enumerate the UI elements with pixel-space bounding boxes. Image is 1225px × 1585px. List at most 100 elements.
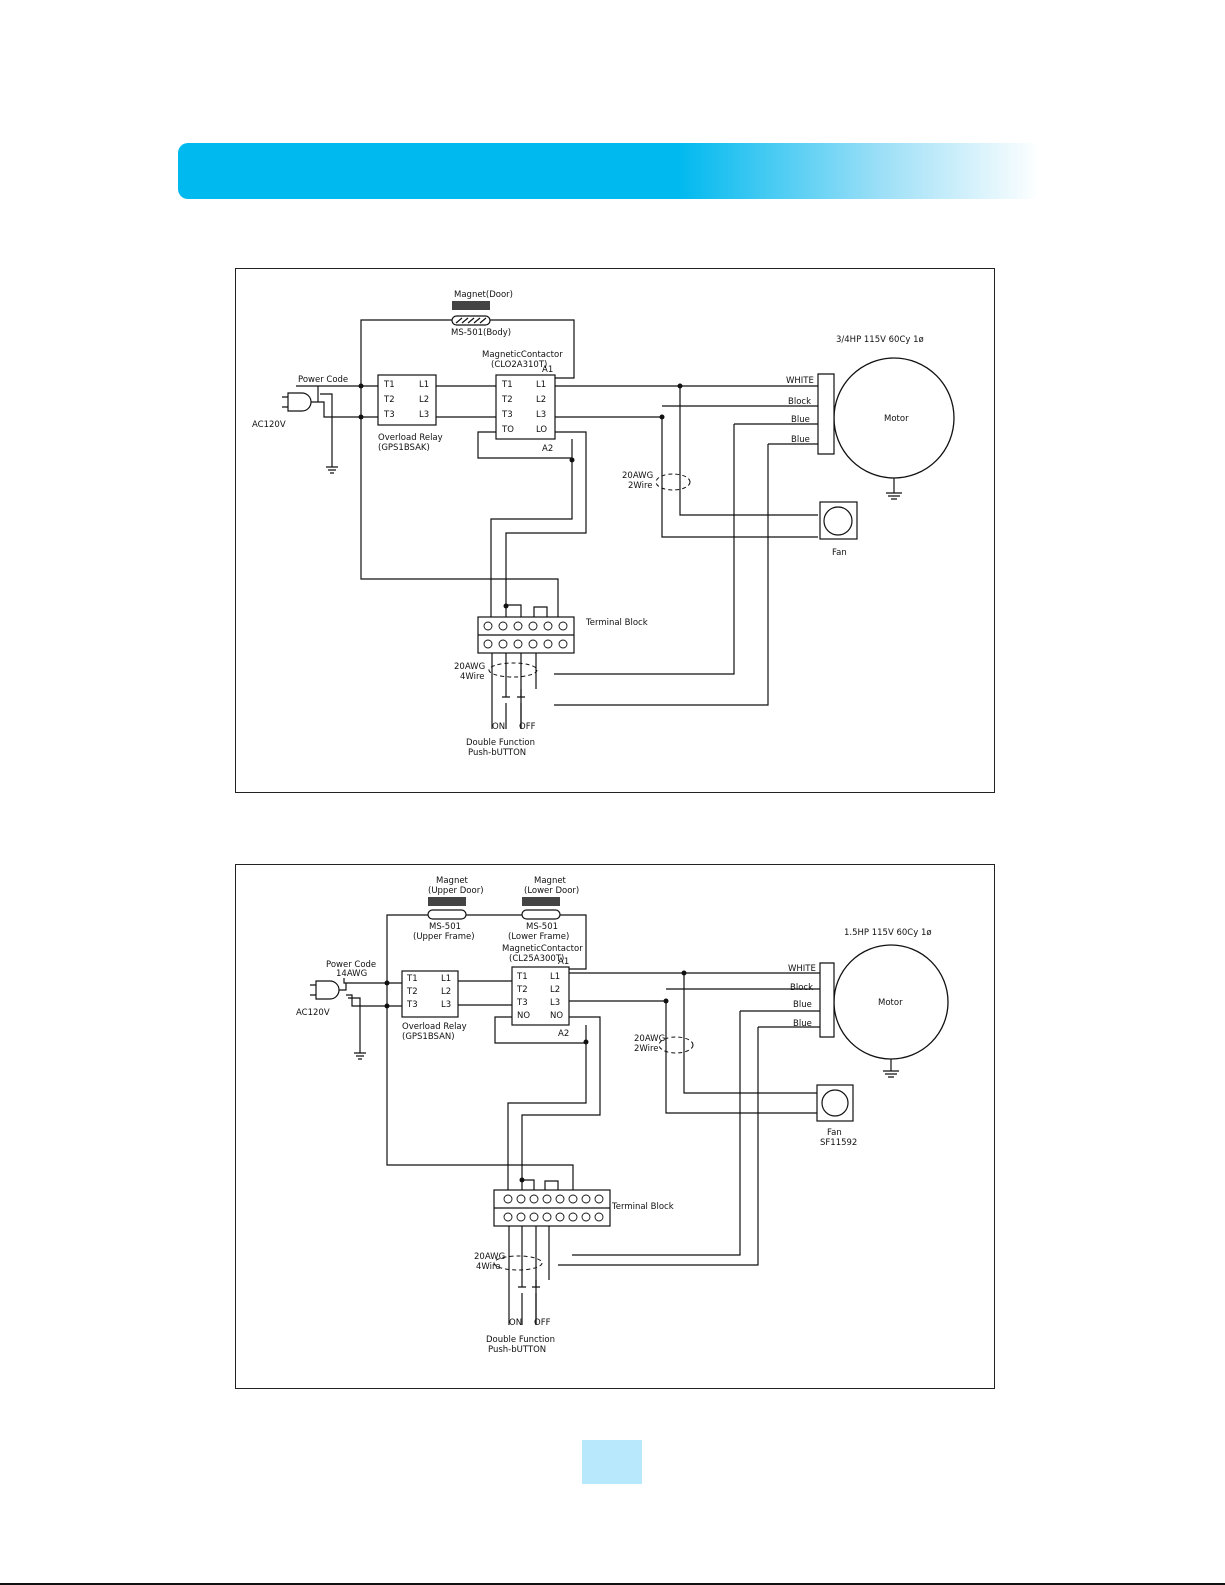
svg-text:(Upper Frame): (Upper Frame) bbox=[413, 932, 475, 942]
button-caption: Double Function bbox=[466, 738, 535, 748]
contactor-name: MagneticContactor bbox=[482, 350, 563, 360]
svg-text:T1: T1 bbox=[406, 974, 418, 984]
plug-icon bbox=[315, 980, 340, 1000]
ground-icon bbox=[354, 1052, 366, 1060]
svg-text:T3: T3 bbox=[501, 410, 513, 420]
svg-text:20AWG: 20AWG bbox=[622, 471, 653, 481]
terminal-screws bbox=[483, 621, 568, 649]
overload-relay bbox=[377, 374, 437, 426]
contactor-model: (CLO2A310T) bbox=[491, 360, 547, 370]
magnet-lower-label: Magnet bbox=[534, 876, 567, 886]
svg-text:L1: L1 bbox=[536, 380, 546, 390]
power-code-sub: 14AWG bbox=[336, 969, 367, 979]
svg-text:WHITE: WHITE bbox=[788, 964, 816, 974]
svg-text:A2: A2 bbox=[542, 444, 553, 454]
magnetic-contactor bbox=[511, 966, 570, 1026]
ground-icon bbox=[326, 466, 338, 474]
motor-spec-label: 3/4HP 115V 60Cy 1ø bbox=[836, 335, 924, 345]
magnet-icon bbox=[452, 301, 490, 310]
svg-text:T1: T1 bbox=[501, 380, 513, 390]
supply-label: AC120V bbox=[296, 1008, 330, 1018]
contactor-model: (CL25A300T) bbox=[509, 954, 564, 964]
header-bar bbox=[178, 143, 1040, 199]
fan-label: Fan bbox=[827, 1128, 842, 1138]
svg-text:NO: NO bbox=[550, 1011, 563, 1021]
relay-name: Overload Relay bbox=[402, 1022, 467, 1032]
button-on-label: ON bbox=[509, 1318, 522, 1328]
svg-text:A1: A1 bbox=[558, 957, 569, 967]
svg-text:L2: L2 bbox=[419, 395, 429, 405]
svg-text:T3: T3 bbox=[383, 410, 395, 420]
motor-label: Motor bbox=[884, 414, 909, 424]
svg-text:20AWG: 20AWG bbox=[634, 1034, 665, 1044]
svg-text:MS-501: MS-501 bbox=[526, 922, 558, 932]
svg-text:L2: L2 bbox=[441, 987, 451, 997]
svg-text:20AWG: 20AWG bbox=[454, 662, 485, 672]
contactor-name: MagneticContactor bbox=[502, 944, 583, 954]
power-code-label: Power Code bbox=[298, 375, 348, 385]
svg-text:WHITE: WHITE bbox=[786, 376, 814, 386]
svg-text:LO: LO bbox=[536, 425, 547, 435]
overload-relay bbox=[401, 970, 459, 1018]
button-off-label: OFF bbox=[534, 1318, 551, 1328]
svg-text:L1: L1 bbox=[441, 974, 451, 984]
svg-text:T3: T3 bbox=[406, 1000, 418, 1010]
wiring-schematic-1: Magnet(Door) MS-501(Body) 3/4HP 115V 60C… bbox=[252, 290, 955, 758]
push-button-icon bbox=[518, 1280, 540, 1325]
svg-text:Block: Block bbox=[788, 397, 811, 407]
terminal-block-label: Terminal Block bbox=[611, 1202, 674, 1212]
power-code-label: Power Code bbox=[326, 960, 376, 970]
button-caption: Double Function bbox=[486, 1335, 555, 1345]
svg-text:MS-501: MS-501 bbox=[429, 922, 461, 932]
svg-text:T3: T3 bbox=[516, 998, 528, 1008]
svg-text:TO: TO bbox=[501, 425, 514, 435]
push-button-icon bbox=[502, 689, 525, 729]
svg-text:T2: T2 bbox=[406, 987, 418, 997]
terminal-screws bbox=[503, 1194, 604, 1222]
motor-spec-label: 1.5HP 115V 60Cy 1ø bbox=[844, 928, 932, 938]
svg-text:Blue: Blue bbox=[791, 435, 810, 445]
ground-icon bbox=[883, 1059, 899, 1078]
bottom-rule bbox=[0, 1583, 1225, 1585]
svg-text:2Wire: 2Wire bbox=[634, 1044, 659, 1054]
fan-label: Fan bbox=[832, 548, 847, 558]
button-caption-2: Push-bUTTON bbox=[488, 1345, 546, 1355]
wiring-diagram-1: Magnet(Door) MS-501(Body) 3/4HP 115V 60C… bbox=[235, 268, 995, 793]
magnet-label: Magnet(Door) bbox=[454, 290, 513, 300]
button-off-label: OFF bbox=[519, 722, 536, 732]
terminal-block-label: Terminal Block bbox=[585, 618, 648, 628]
magnet-upper-sub: (Upper Door) bbox=[428, 886, 484, 896]
relay-model: (GPS1BSAN) bbox=[402, 1032, 455, 1042]
svg-text:T1: T1 bbox=[383, 380, 395, 390]
wiring-schematic-2: Magnet (Upper Door) MS-501 (Upper Frame)… bbox=[296, 876, 949, 1355]
ground-icon bbox=[886, 478, 902, 500]
svg-text:L3: L3 bbox=[536, 410, 546, 420]
wiring-diagram-2: Magnet (Upper Door) MS-501 (Upper Frame)… bbox=[235, 864, 995, 1389]
svg-text:T2: T2 bbox=[516, 985, 528, 995]
button-caption-2: Push-bUTTON bbox=[468, 748, 526, 758]
magnet-upper-icon bbox=[428, 897, 466, 906]
page-number-tab bbox=[582, 1440, 642, 1484]
svg-text:4Wire: 4Wire bbox=[476, 1262, 501, 1272]
svg-text:NO: NO bbox=[517, 1011, 530, 1021]
svg-text:T2: T2 bbox=[383, 395, 395, 405]
svg-text:A1: A1 bbox=[542, 365, 553, 375]
svg-text:Blue: Blue bbox=[793, 1019, 812, 1029]
svg-text:Blue: Blue bbox=[793, 1000, 812, 1010]
relay-name: Overload Relay bbox=[378, 433, 443, 443]
relay-model: (GPS1BSAK) bbox=[378, 443, 430, 453]
svg-text:L2: L2 bbox=[550, 985, 560, 995]
svg-text:(Lower Frame): (Lower Frame) bbox=[508, 932, 569, 942]
plug-icon bbox=[287, 392, 312, 412]
svg-text:4Wire: 4Wire bbox=[460, 672, 485, 682]
magnet-upper-label: Magnet bbox=[436, 876, 469, 886]
svg-text:L3: L3 bbox=[550, 998, 560, 1008]
svg-text:T2: T2 bbox=[501, 395, 513, 405]
magnet-lower-icon bbox=[522, 897, 560, 906]
svg-text:L2: L2 bbox=[536, 395, 546, 405]
button-on-label: ON bbox=[492, 722, 505, 732]
fan-model-label: SF11592 bbox=[820, 1138, 857, 1148]
svg-text:20AWG: 20AWG bbox=[474, 1252, 505, 1262]
magnetic-contactor bbox=[495, 374, 556, 440]
magnet-body-label: MS-501(Body) bbox=[451, 328, 511, 338]
